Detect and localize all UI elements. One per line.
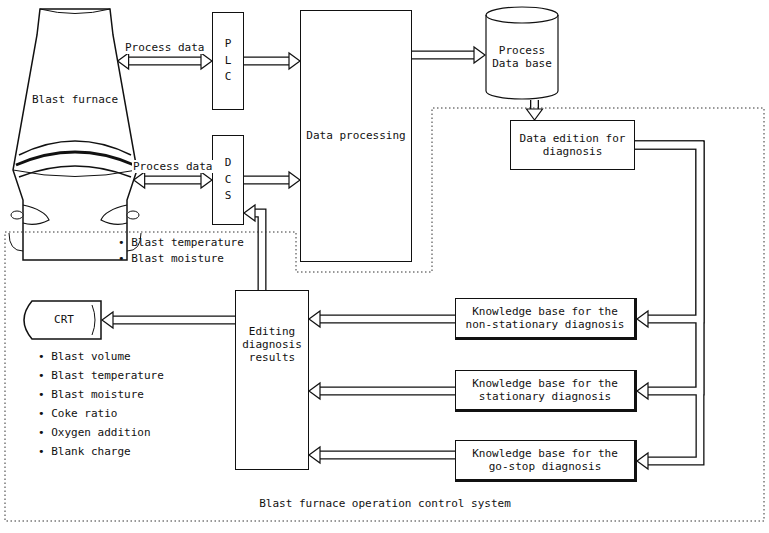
- output-item: • Blast temperature: [38, 369, 164, 382]
- node-label: Data processing: [306, 129, 405, 142]
- arrow-outline: [635, 145, 700, 391]
- arrow-fill: [319, 316, 455, 322]
- arrow-head: [102, 312, 113, 328]
- arrow-head: [527, 109, 543, 120]
- arrow-head: [309, 383, 320, 399]
- database-cylinder: Process Data base: [485, 6, 559, 100]
- crt-monitor: CRT: [20, 300, 102, 340]
- knowledge-base-box: Knowledge base for the non-stationary di…: [455, 298, 637, 340]
- arrow-head: [201, 53, 212, 69]
- arrow-outline: [144, 176, 202, 185]
- arrow-outline: [254, 213, 262, 290]
- arrow-outline: [244, 57, 290, 66]
- arrow-head: [289, 53, 300, 69]
- node-label: Knowledge base for the stationary diagno…: [462, 377, 628, 403]
- edge-label: Process data: [132, 160, 213, 173]
- node-label: DCS: [223, 155, 234, 205]
- knowledge-base-box: Knowledge base for the go-stop diagnosis: [455, 440, 637, 482]
- node-label: Blast furnace: [5, 93, 145, 106]
- arrow-fill: [128, 58, 202, 64]
- arrow-fill: [635, 145, 700, 461]
- node-label: Data edition for diagnosis: [515, 132, 630, 158]
- arrow-fill: [244, 177, 290, 183]
- region-outline: [5, 108, 765, 522]
- arrow-outline: [319, 315, 455, 324]
- output-item: • Blast temperature: [118, 236, 244, 249]
- arrow-fill: [635, 145, 700, 319]
- arrow-outline: [412, 51, 475, 60]
- arrow-outline: [112, 316, 235, 325]
- arrow-fill: [244, 58, 290, 64]
- output-item: • Blast moisture: [38, 388, 144, 401]
- output-item: • Coke ratio: [38, 407, 117, 420]
- node-label: Process Data base: [489, 44, 555, 70]
- output-item: • Blast moisture: [118, 252, 224, 265]
- arrow-head: [637, 453, 648, 469]
- arrow-head: [637, 311, 648, 327]
- arrow-head: [289, 172, 300, 188]
- arrow-fill: [635, 145, 700, 391]
- arrow-head: [309, 311, 320, 327]
- plc-box: PLC: [212, 12, 244, 110]
- arrow-outline: [244, 176, 290, 185]
- node-label: CRT: [54, 313, 74, 326]
- process-box: Data edition for diagnosis: [510, 120, 635, 170]
- process-box: Editing diagnosis results: [235, 290, 309, 470]
- arrow-head: [244, 205, 255, 221]
- arrow-head: [201, 172, 212, 188]
- output-item: • Blast volume: [38, 350, 131, 363]
- arrow-outline: [635, 145, 700, 461]
- arrow-outline: [128, 57, 202, 66]
- dcs-box: DCS: [212, 135, 244, 225]
- arrow-outline: [319, 451, 455, 460]
- output-item: • Oxygen addition: [38, 426, 151, 439]
- arrow-outline: [635, 145, 700, 319]
- arrow-fill: [112, 317, 235, 323]
- output-item: • Blank charge: [38, 445, 131, 458]
- node-label: PLC: [223, 36, 234, 86]
- arrow-fill: [144, 177, 202, 183]
- process-box: Data processing: [300, 10, 412, 262]
- arrow-head: [474, 47, 485, 63]
- arrow-fill: [412, 52, 475, 58]
- arrow-fill: [254, 213, 262, 290]
- system-region: Blast furnace operation control system Da…: [5, 108, 765, 522]
- node-label: Knowledge base for the non-stationary di…: [462, 305, 628, 331]
- arrow-outline: [319, 387, 455, 396]
- knowledge-base-box: Knowledge base for the stationary diagno…: [455, 370, 637, 412]
- arrow-head: [637, 383, 648, 399]
- node-label: Editing diagnosis results: [240, 325, 304, 365]
- edge-label: Process data: [124, 41, 205, 54]
- arrow-head: [309, 447, 320, 463]
- node-label: Blast furnace operation control system: [5, 497, 765, 510]
- node-label: Knowledge base for the go-stop diagnosis: [462, 447, 628, 473]
- arrow-fill: [319, 452, 455, 458]
- arrow-fill: [319, 388, 455, 394]
